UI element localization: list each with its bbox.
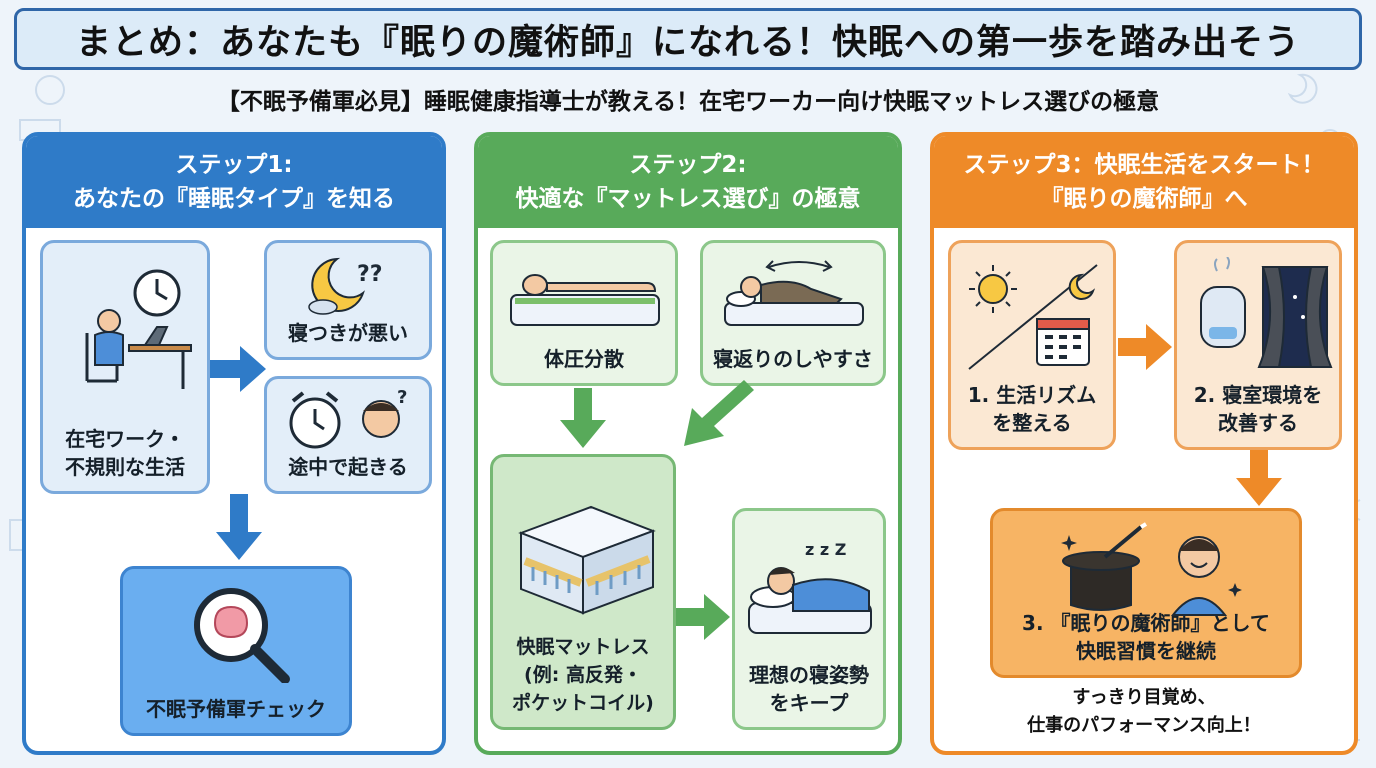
pocket-coil-mattress-icon	[518, 505, 656, 615]
step2-heading: ステップ2: 快適な『マットレス選び』の極意	[478, 136, 898, 228]
step1-heading-line1: ステップ1:	[175, 152, 293, 178]
posture-card: z z Z 理想の寝姿勢 をキープ	[732, 508, 886, 730]
remote-worker-icon	[85, 269, 192, 389]
lifestyle-line2: 不規則な生活	[65, 455, 185, 479]
sun-moon-calendar-icon	[968, 264, 1098, 370]
result-line2: 仕事のパフォーマンス向上！	[1027, 715, 1261, 736]
step3-heading: ステップ3：快眠生活をスタート！ 『眠りの魔術師』へ	[934, 136, 1354, 228]
habit-label: 3. 『眠りの魔術師』として 快眠習慣を継続	[1022, 609, 1270, 675]
lifestyle-label: 在宅ワーク・ 不規則な生活	[65, 425, 185, 491]
habit-line2: 快眠習慣を継続	[1075, 639, 1216, 663]
step2-heading-line2: 快適な『マットレス選び』の極意	[515, 186, 861, 212]
posture-line2: をキープ	[769, 691, 849, 715]
subtitle: 【不眠予備軍必見】睡眠健康指導士が教える！在宅ワーカー向け快眠マットレス選びの極…	[216, 89, 1160, 115]
svg-text:??: ??	[357, 262, 383, 287]
mattress-line3: ポケットコイル)	[512, 692, 654, 714]
turning-sleeper-icon	[724, 260, 864, 326]
insomnia-check-card: 不眠予備軍チェック	[120, 566, 352, 736]
env-line1: 2. 寝室環境を	[1193, 383, 1323, 407]
arrow-diagonal-icon	[684, 380, 754, 446]
arrow-right-icon	[676, 594, 730, 640]
step1-heading-line2: あなたの『睡眠タイプ』を知る	[73, 186, 395, 212]
result-line1: すっきり目覚め、	[1072, 687, 1216, 708]
symptom1-label: 寝つきが悪い	[288, 321, 408, 345]
step1-heading: ステップ1: あなたの『睡眠タイプ』を知る	[26, 136, 442, 228]
step2-heading-line1: ステップ2:	[629, 152, 747, 178]
moon-question-icon: ??	[308, 257, 383, 315]
step1-panel: ステップ1: あなたの『睡眠タイプ』を知る 在宅ワーク・ 不規則な生活 ?? 寝…	[22, 132, 446, 755]
mattress-label: 快眠マットレス (例: 高反発・ ポケットコイル)	[512, 633, 654, 727]
main-title: まとめ：あなたも『眠りの魔術師』になれる！快眠への第一歩を踏み出そう	[14, 8, 1362, 70]
lifestyle-line1: 在宅ワーク・	[65, 427, 185, 451]
habit-continuation-card: 3. 『眠りの魔術師』として 快眠習慣を継続	[990, 508, 1302, 678]
result-note: すっきり目覚め、 仕事のパフォーマンス向上！	[934, 684, 1354, 740]
symptom2-label: 途中で起きる	[288, 455, 408, 479]
posture-label: 理想の寝姿勢 をキープ	[749, 661, 869, 727]
rhythm-line2: を整える	[992, 411, 1072, 435]
magic-hat-person-icon	[1061, 522, 1242, 616]
roll-over-card: 寝返りのしやすさ	[700, 240, 886, 386]
arrow-down-icon	[560, 388, 606, 448]
check-label: 不眠予備軍チェック	[146, 697, 326, 721]
arrow-down-icon	[1236, 450, 1282, 506]
mattress-line2: (例: 高反発・	[524, 664, 642, 686]
lifestyle-card: 在宅ワーク・ 不規則な生活	[40, 240, 210, 494]
env-line2: 改善する	[1217, 411, 1298, 435]
step3-heading-line2: 『眠りの魔術師』へ	[1040, 186, 1248, 212]
body-on-mattress-icon	[510, 274, 660, 326]
life-rhythm-card: 1. 生活リズム を整える	[948, 240, 1116, 450]
step3-panel: ステップ3：快眠生活をスタート！ 『眠りの魔術師』へ 1. 生活リズム を整える	[930, 132, 1358, 755]
arrow-right-icon	[1118, 324, 1172, 370]
arrow-right-icon	[210, 346, 266, 392]
habit-line1: 3. 『眠りの魔術師』として	[1022, 611, 1270, 635]
step3-heading-line1: ステップ3：快眠生活をスタート！	[963, 152, 1325, 178]
alarm-clock-icon: ?	[289, 387, 407, 449]
posture-line1: 理想の寝姿勢	[749, 663, 869, 687]
svg-text:?: ?	[397, 387, 407, 408]
mattress-card: 快眠マットレス (例: 高反発・ ポケットコイル)	[490, 454, 676, 730]
symptom-card-sleep-onset: ?? 寝つきが悪い	[264, 240, 432, 360]
sleeping-person-icon: z z Z	[748, 540, 872, 634]
zzz-text: z z Z	[805, 540, 846, 559]
rhythm-label: 1. 生活リズム を整える	[968, 381, 1096, 447]
bedroom-environment-card: 2. 寝室環境を 改善する	[1174, 240, 1342, 450]
pressure-distribution-card: 体圧分散	[490, 240, 678, 386]
symptom-card-wake-up: ? 途中で起きる	[264, 376, 432, 494]
step2-panel: ステップ2: 快適な『マットレス選び』の極意 体圧分散 寝返りのしやすさ	[474, 132, 902, 755]
arrow-down-icon	[216, 494, 262, 560]
env-label: 2. 寝室環境を 改善する	[1194, 381, 1322, 447]
point1-label: 体圧分散	[544, 347, 624, 371]
humidifier-curtain-icon	[1200, 257, 1333, 368]
rhythm-line1: 1. 生活リズム	[967, 383, 1097, 407]
mattress-line1: 快眠マットレス	[516, 636, 650, 658]
brain-magnifier-icon	[194, 588, 290, 683]
point2-label: 寝返りのしやすさ	[713, 347, 873, 371]
